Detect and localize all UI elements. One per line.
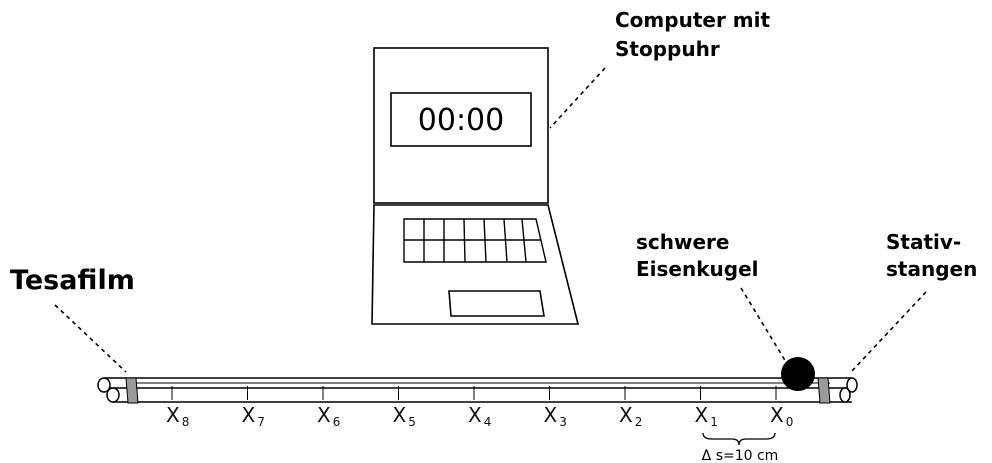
track [97,377,858,403]
tesafilm-tape [125,377,139,404]
position-label-subscript: 8 [182,415,190,429]
tape-wraps [125,377,831,404]
laptop-screen-lid [373,47,549,204]
position-label-subscript: 3 [559,415,567,429]
computer-label-line1: Computer mit [615,8,770,32]
stand-leader [850,291,927,373]
position-label-base: X [468,403,482,427]
rod-left-end-cap-2 [106,387,120,403]
leader-lines [54,67,927,373]
delta-s-label: Δ s=10 cm [702,448,779,463]
position-label-base: X [393,403,407,427]
position-ticks [171,386,777,400]
rod-left-end-cap [97,377,111,393]
tesafilm-label: Tesafilm [10,265,135,296]
position-label-base: X [770,403,784,427]
position-label-base: X [619,403,633,427]
laptop-base [371,204,580,325]
stand-tape [817,377,831,404]
iron-ball [781,357,815,391]
rod-right-end-cap [846,377,858,393]
ball-label-line1: schwere [636,230,729,254]
tesafilm-leader [54,304,127,373]
touchpad [448,290,545,317]
position-label-subscript: 5 [408,415,416,429]
position-label-subscript: 2 [635,415,643,429]
position-label-base: X [166,403,180,427]
laptop [371,47,580,325]
position-label-base: X [317,403,331,427]
position-label-subscript: 6 [333,415,341,429]
stopwatch-display [390,92,532,147]
delta-s-brace [702,432,776,446]
computer-leader [549,67,606,129]
position-label-subscript: 0 [786,415,794,429]
stopwatch-time: 00:00 [418,103,504,138]
position-label-subscript: 1 [710,415,718,429]
rod-right-end-cap-2 [839,387,851,403]
position-label-subscript: 7 [257,415,265,429]
ball-label-line2: Eisenkugel [636,257,759,281]
ball-leader [740,287,787,363]
position-label-subscript: 4 [484,415,492,429]
position-label-base: X [544,403,558,427]
keyboard [403,218,547,263]
stand-label-line1: Stativ- [886,230,961,254]
stand-label-line2: stangen [886,257,977,281]
computer-label-line2: Stoppuhr [615,37,720,61]
position-label-base: X [242,403,256,427]
position-label-base: X [695,403,709,427]
